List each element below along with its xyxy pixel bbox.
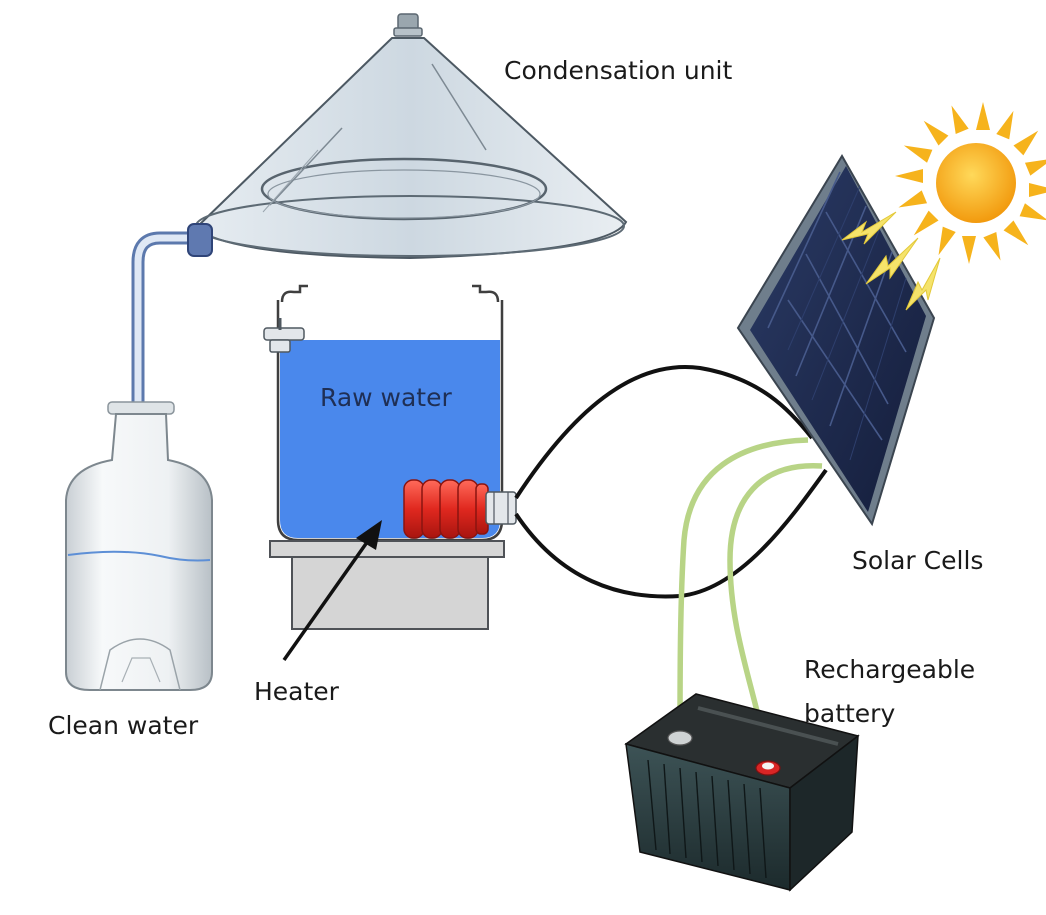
label-condensation-unit: Condensation unit [504, 56, 733, 85]
label-battery: battery [804, 699, 896, 728]
heater-pointer-arrow [282, 520, 382, 662]
label-raw-water: Raw water [320, 383, 452, 412]
rechargeable-battery [624, 693, 860, 892]
sun-icon [895, 102, 1046, 264]
label-heater: Heater [254, 677, 339, 706]
sun-ray-arrows [841, 211, 941, 311]
label-solar-cells: Solar Cells [852, 546, 984, 575]
label-rechargeable: Rechargeable [804, 655, 976, 684]
tank-stand [269, 540, 505, 630]
clean-water-bottle [65, 401, 213, 691]
label-clean-water: Clean water [48, 711, 199, 740]
solar-panel [736, 154, 936, 527]
power-wires [514, 365, 828, 599]
condensation-unit [194, 13, 628, 260]
heater [403, 479, 517, 539]
outlet-pipe [131, 223, 213, 402]
battery-wires [677, 437, 823, 769]
